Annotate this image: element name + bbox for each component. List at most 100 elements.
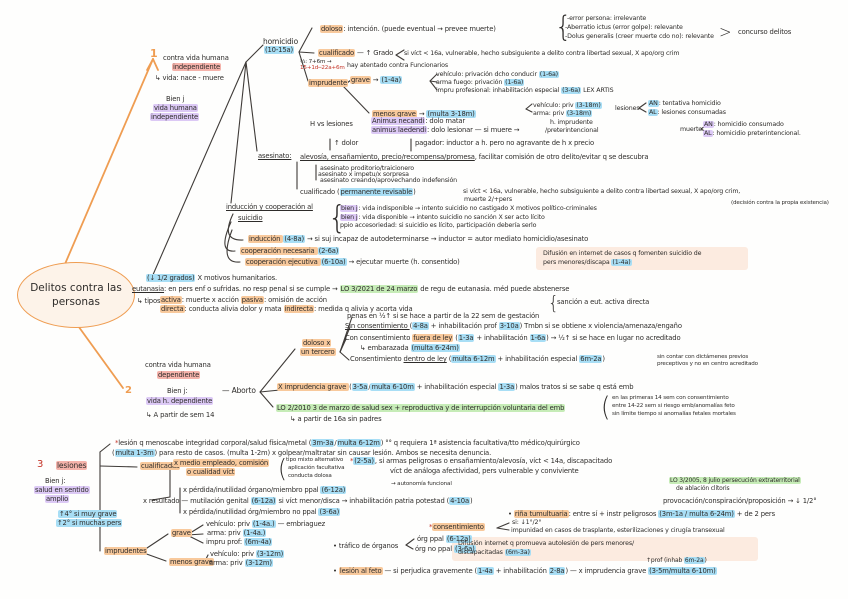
- difusion-lesiones-2: discapacitadas (6m-3a): [458, 549, 531, 556]
- asesinato-indefension: asesinato creando/aprovechando indefensi…: [320, 177, 458, 184]
- lesiones-nota-2: (multa 1-3m) para resto de casos. (multa…: [112, 449, 492, 457]
- suicidio-bienj-disponible: bien j: vida disponible → intento suicid…: [340, 214, 545, 221]
- homicidio-pena: (10-15a): [264, 46, 295, 54]
- aborto-imprudencia: X imprudencia grave (3-5a/multa 6-10m + …: [277, 383, 634, 391]
- lo32005-1: LO 3/2005, 8 julio persecución extraterr…: [669, 477, 801, 484]
- perdida-no-ppal: x pérdida/inutilidad órg/miembro no ppal…: [183, 508, 341, 516]
- connector-line: [496, 522, 510, 529]
- aborto-14sem-1: en las primeras 14 sem con consentimient…: [612, 395, 729, 401]
- eutanasia-tipos: ↳ tipos: [137, 297, 161, 305]
- imprudente-menos-grave: menos grave → (multa 3-18m): [372, 110, 476, 118]
- trafico-ppal: órg ppal (6-12a): [417, 535, 472, 543]
- aborto-con-fuera-ley: Con consentimiento fuera de ley (1-3a + …: [345, 334, 681, 342]
- branch1-title: contra vida humana: [163, 54, 229, 62]
- lo32005-2: de ablación clítoris: [676, 485, 730, 492]
- doloso-aberratio: -Aberratio ictus (error golpe): relevant…: [565, 24, 683, 31]
- connector-line: [525, 103, 533, 110]
- difusion-lesiones-1: Difusión internet q promueva autolesión …: [458, 540, 634, 547]
- connector-line: [99, 443, 111, 453]
- cualificadas-armas-2: víct de análoga afectividad, pers vulner…: [390, 467, 579, 475]
- connector-line: [342, 85, 370, 114]
- brace-doloso: {: [555, 10, 572, 44]
- branch2-title: contra vida humana: [145, 361, 211, 369]
- aborto-dictamenes-2: preceptivos y no en centro acreditado: [657, 361, 758, 367]
- connector-line: [259, 348, 296, 393]
- connector-line: [429, 80, 438, 91]
- trafico-organos: • tráfico de órganos: [333, 542, 399, 550]
- aborto-doloso-tercero-1: doloso x: [302, 339, 332, 347]
- grave2-arma: arma: priv (1-4a.): [207, 529, 267, 537]
- cooperacion-necesaria: cooperación necesaria (2-6a): [240, 247, 340, 255]
- asesinato-detalle: alevosía, ensañamiento, precio/recompens…: [300, 153, 649, 161]
- grave2-prof: impru prof: (6m-4a): [206, 538, 273, 546]
- muerte-al: AL: homicidio preterintencional.: [703, 130, 801, 137]
- asesinato-cualif-detalle-2: muerte 2/+pers: [464, 196, 512, 203]
- connector-line: [245, 44, 264, 63]
- aborto-sin-consentimiento: Sin consentimiento (4-8a + inhabilitació…: [345, 322, 682, 330]
- connector-line: [245, 61, 258, 152]
- connector-line: [638, 107, 647, 113]
- connector-line: [339, 351, 350, 361]
- cooperacion-ejecutiva: cooperación ejecutiva (6-10a) → ejecutar…: [245, 258, 460, 266]
- menos-grave-arma: arma: priv (3-18m): [533, 110, 593, 117]
- central-topic-bubble: Delitos contra las personas: [17, 262, 135, 328]
- connector-line: [259, 389, 281, 393]
- eutanasia-sancion: sanción a eut. activa directa: [557, 298, 650, 306]
- menos-grave-vehiculo: vehículo: priv (3-18m): [533, 102, 602, 109]
- pagador-nota: pagador: inductor a h. pero no agravante…: [415, 139, 595, 147]
- connector-line: [429, 73, 438, 82]
- brace-eutanasia: {: [548, 292, 559, 315]
- connector-line: [259, 391, 274, 408]
- grave-profesional: impru profesional: inhabilitación especi…: [436, 87, 614, 94]
- asesinato-proditorio: asesinato proditorio/traicionero: [320, 165, 414, 172]
- central-topic-line1: Delitos contra las: [30, 281, 122, 294]
- animus-laedendi: animus laedendi: dolo lesionar — si muer…: [371, 126, 520, 134]
- difusion-suicidio-2: pers menores/discapa (1-4a): [543, 259, 632, 266]
- aborto-doloso-tercero-2: un tercero: [300, 348, 336, 356]
- branch2-sem14: ↳ A partir de sem 14: [146, 411, 215, 419]
- connector-line: [152, 58, 159, 71]
- rina-tumultuaria: • riña tumultuaria: entre sí + instr pel…: [508, 510, 775, 518]
- connector-line: [146, 58, 154, 71]
- cualificado-grados: ⅔: 7+6m → 15+1d─22a+6m: [300, 59, 345, 72]
- branch1-bienj-1: Bien j: [166, 95, 185, 103]
- aborto-14sem-3: sin límite tiempo si anomalías fetales m…: [612, 411, 736, 417]
- feto-prof: ↑prof (inhab 6m-2a): [646, 557, 707, 564]
- muerte-an: AN: homicidio consumado: [703, 121, 784, 128]
- branch2-bienj-2: vida h. dependiente: [146, 397, 214, 405]
- imprudentes-menos-grave: menos grave: [169, 558, 214, 566]
- asesinato-label: asesinato:: [258, 152, 292, 160]
- central-topic-line2: personas: [52, 296, 100, 308]
- branch3-number: 3: [37, 459, 44, 470]
- lesiones-rama: lesiones: [615, 105, 640, 112]
- branch2-number: 2: [125, 385, 132, 396]
- aborto-14sem-2: entre 14-22 sem si riesgo emb/anomalías …: [612, 403, 735, 409]
- connector-line: [298, 51, 315, 54]
- asesinato-cualif-detalle-1: si víct < 16a, vulnerable, hecho subsigu…: [463, 188, 741, 195]
- h-vs-lesiones: H vs lesiones: [310, 120, 353, 128]
- aborto-label: — Aborto: [222, 386, 256, 395]
- branch3-bienj-3: amplio: [45, 495, 70, 503]
- branch3-bienj-1: Bien j:: [45, 477, 66, 485]
- provocacion: provocación/conspiración/proposición → ↓…: [663, 497, 817, 505]
- connector-line: [298, 51, 309, 82]
- eutanasia-grados: (↓ 1/2 grados) X motivos humanitarios.: [146, 274, 278, 282]
- connector-line: [151, 61, 247, 278]
- imprudentes-label: imprudentes: [104, 547, 148, 555]
- lesiones-nota-1: *lesión q menoscabe integridad corporal/…: [115, 439, 580, 447]
- note-box-difusion-suicidio: [536, 247, 748, 270]
- difusion-suicidio-1: Difusión en internet de casos q fomenten…: [543, 250, 702, 257]
- paren-14sem: (: [601, 391, 611, 423]
- paren-mixto: (: [278, 454, 287, 484]
- connector-line: [298, 27, 313, 53]
- grave-arma: arma fuego: privación (1-6a): [436, 79, 525, 86]
- connector-curve: [226, 229, 241, 263]
- agravante-4grado: ↑4° si muy grave: [58, 510, 118, 518]
- connector-line: [230, 61, 247, 204]
- perdida-ppal: x pérdida/inutilidad órgano/miembro ppal…: [183, 486, 347, 494]
- suicidio-accesoriedad: ppio accesoriedad: si suicidio es lícito…: [340, 222, 537, 229]
- menosgrave2-vehiculo: vehículo: priv (3-12m): [210, 550, 285, 558]
- suicidio-decision-propia: (decisión contra la propia existencia): [731, 200, 829, 206]
